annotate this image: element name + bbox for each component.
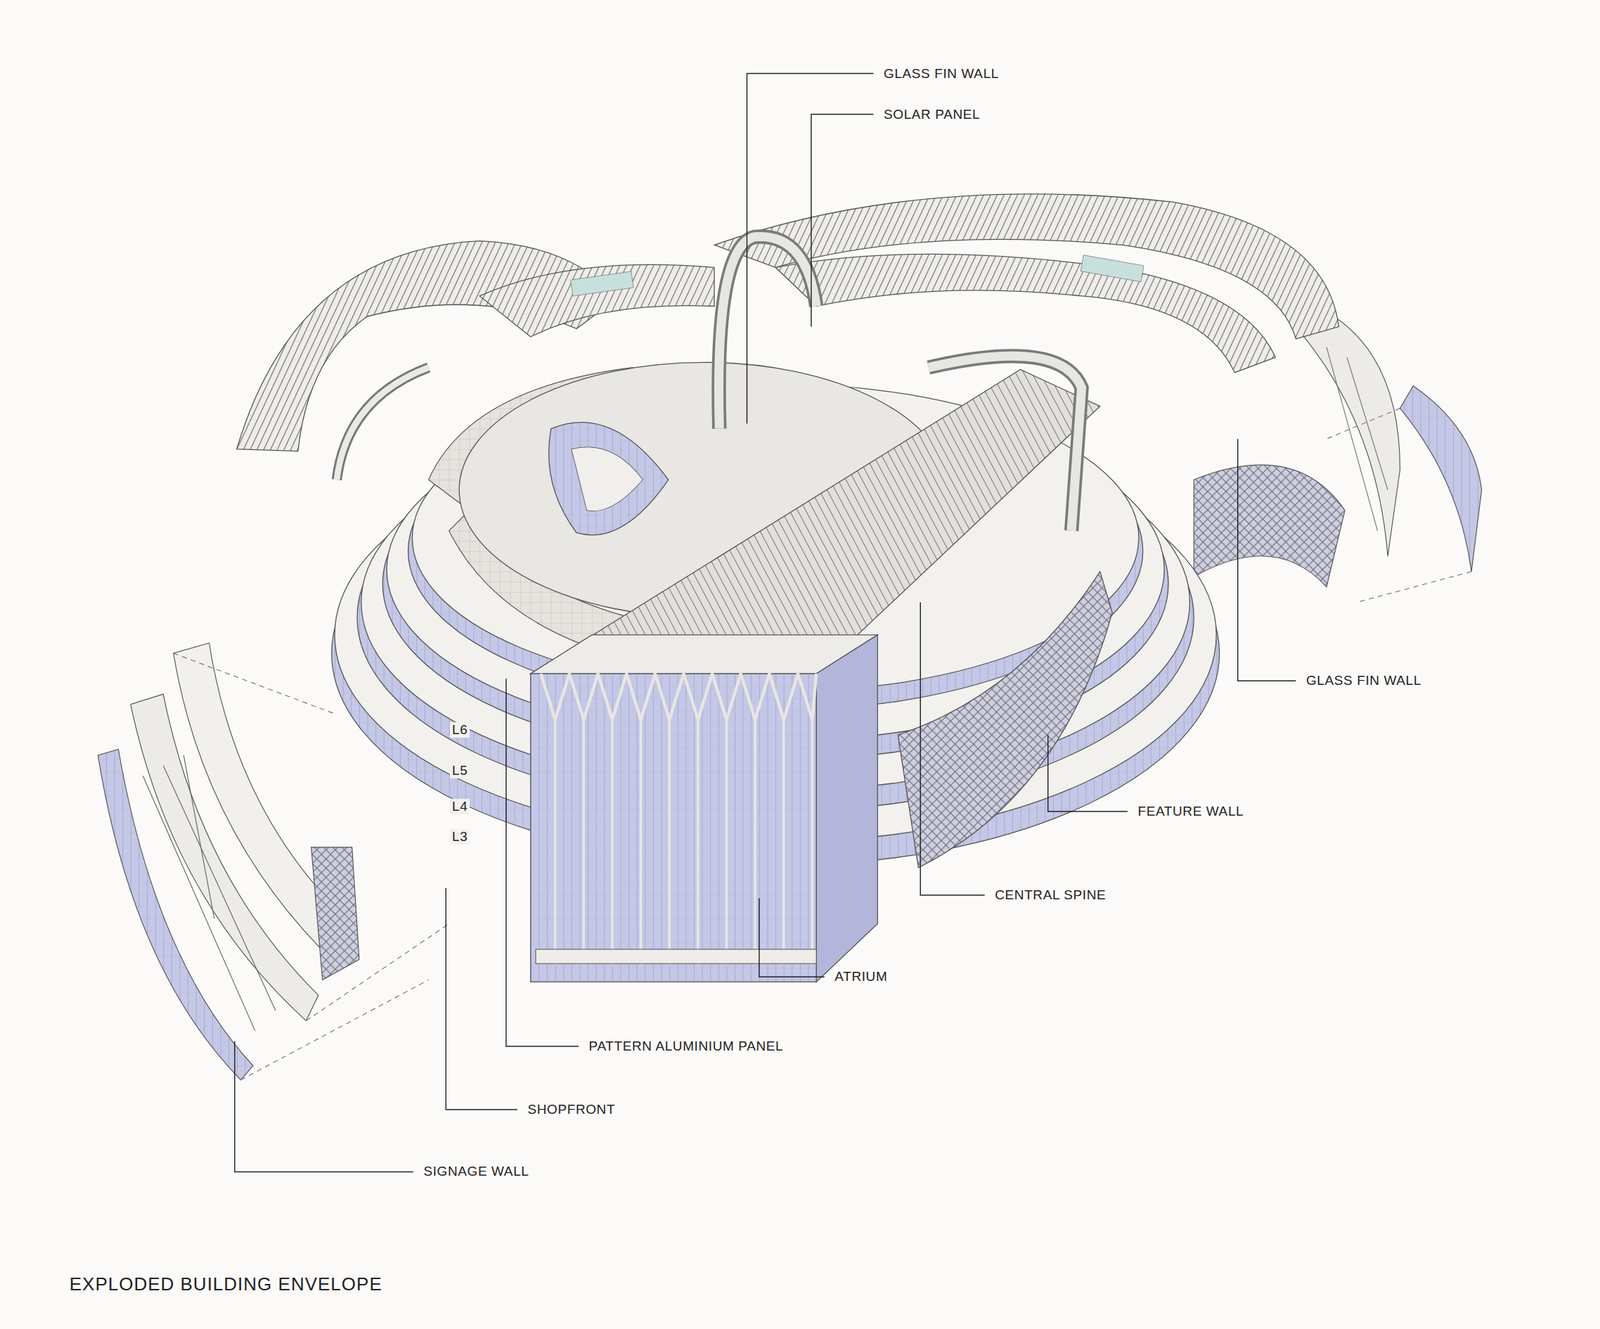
callout-label: SIGNAGE WALL <box>423 1163 529 1179</box>
callout-label: CENTRAL SPINE <box>994 887 1106 903</box>
callout-label: GLASS FIN WALL <box>1306 672 1422 689</box>
callout-label: GLASS FIN WALL <box>883 66 999 82</box>
diagram-title: EXPLODED BUILDING ENVELOPE <box>69 1273 383 1295</box>
level-label: L4 <box>449 798 470 815</box>
callout-label: FEATURE WALL <box>1137 803 1244 819</box>
callout-label: SOLAR PANEL <box>883 106 980 123</box>
callout-label: PATTERN ALUMINIUM PANEL <box>589 1038 784 1054</box>
level-label: L5 <box>449 762 470 779</box>
level-label: L6 <box>449 721 470 738</box>
callout-label: ATRIUM <box>834 968 888 985</box>
callout-label: SHOPFRONT <box>527 1101 616 1118</box>
level-label: L3 <box>449 828 470 845</box>
